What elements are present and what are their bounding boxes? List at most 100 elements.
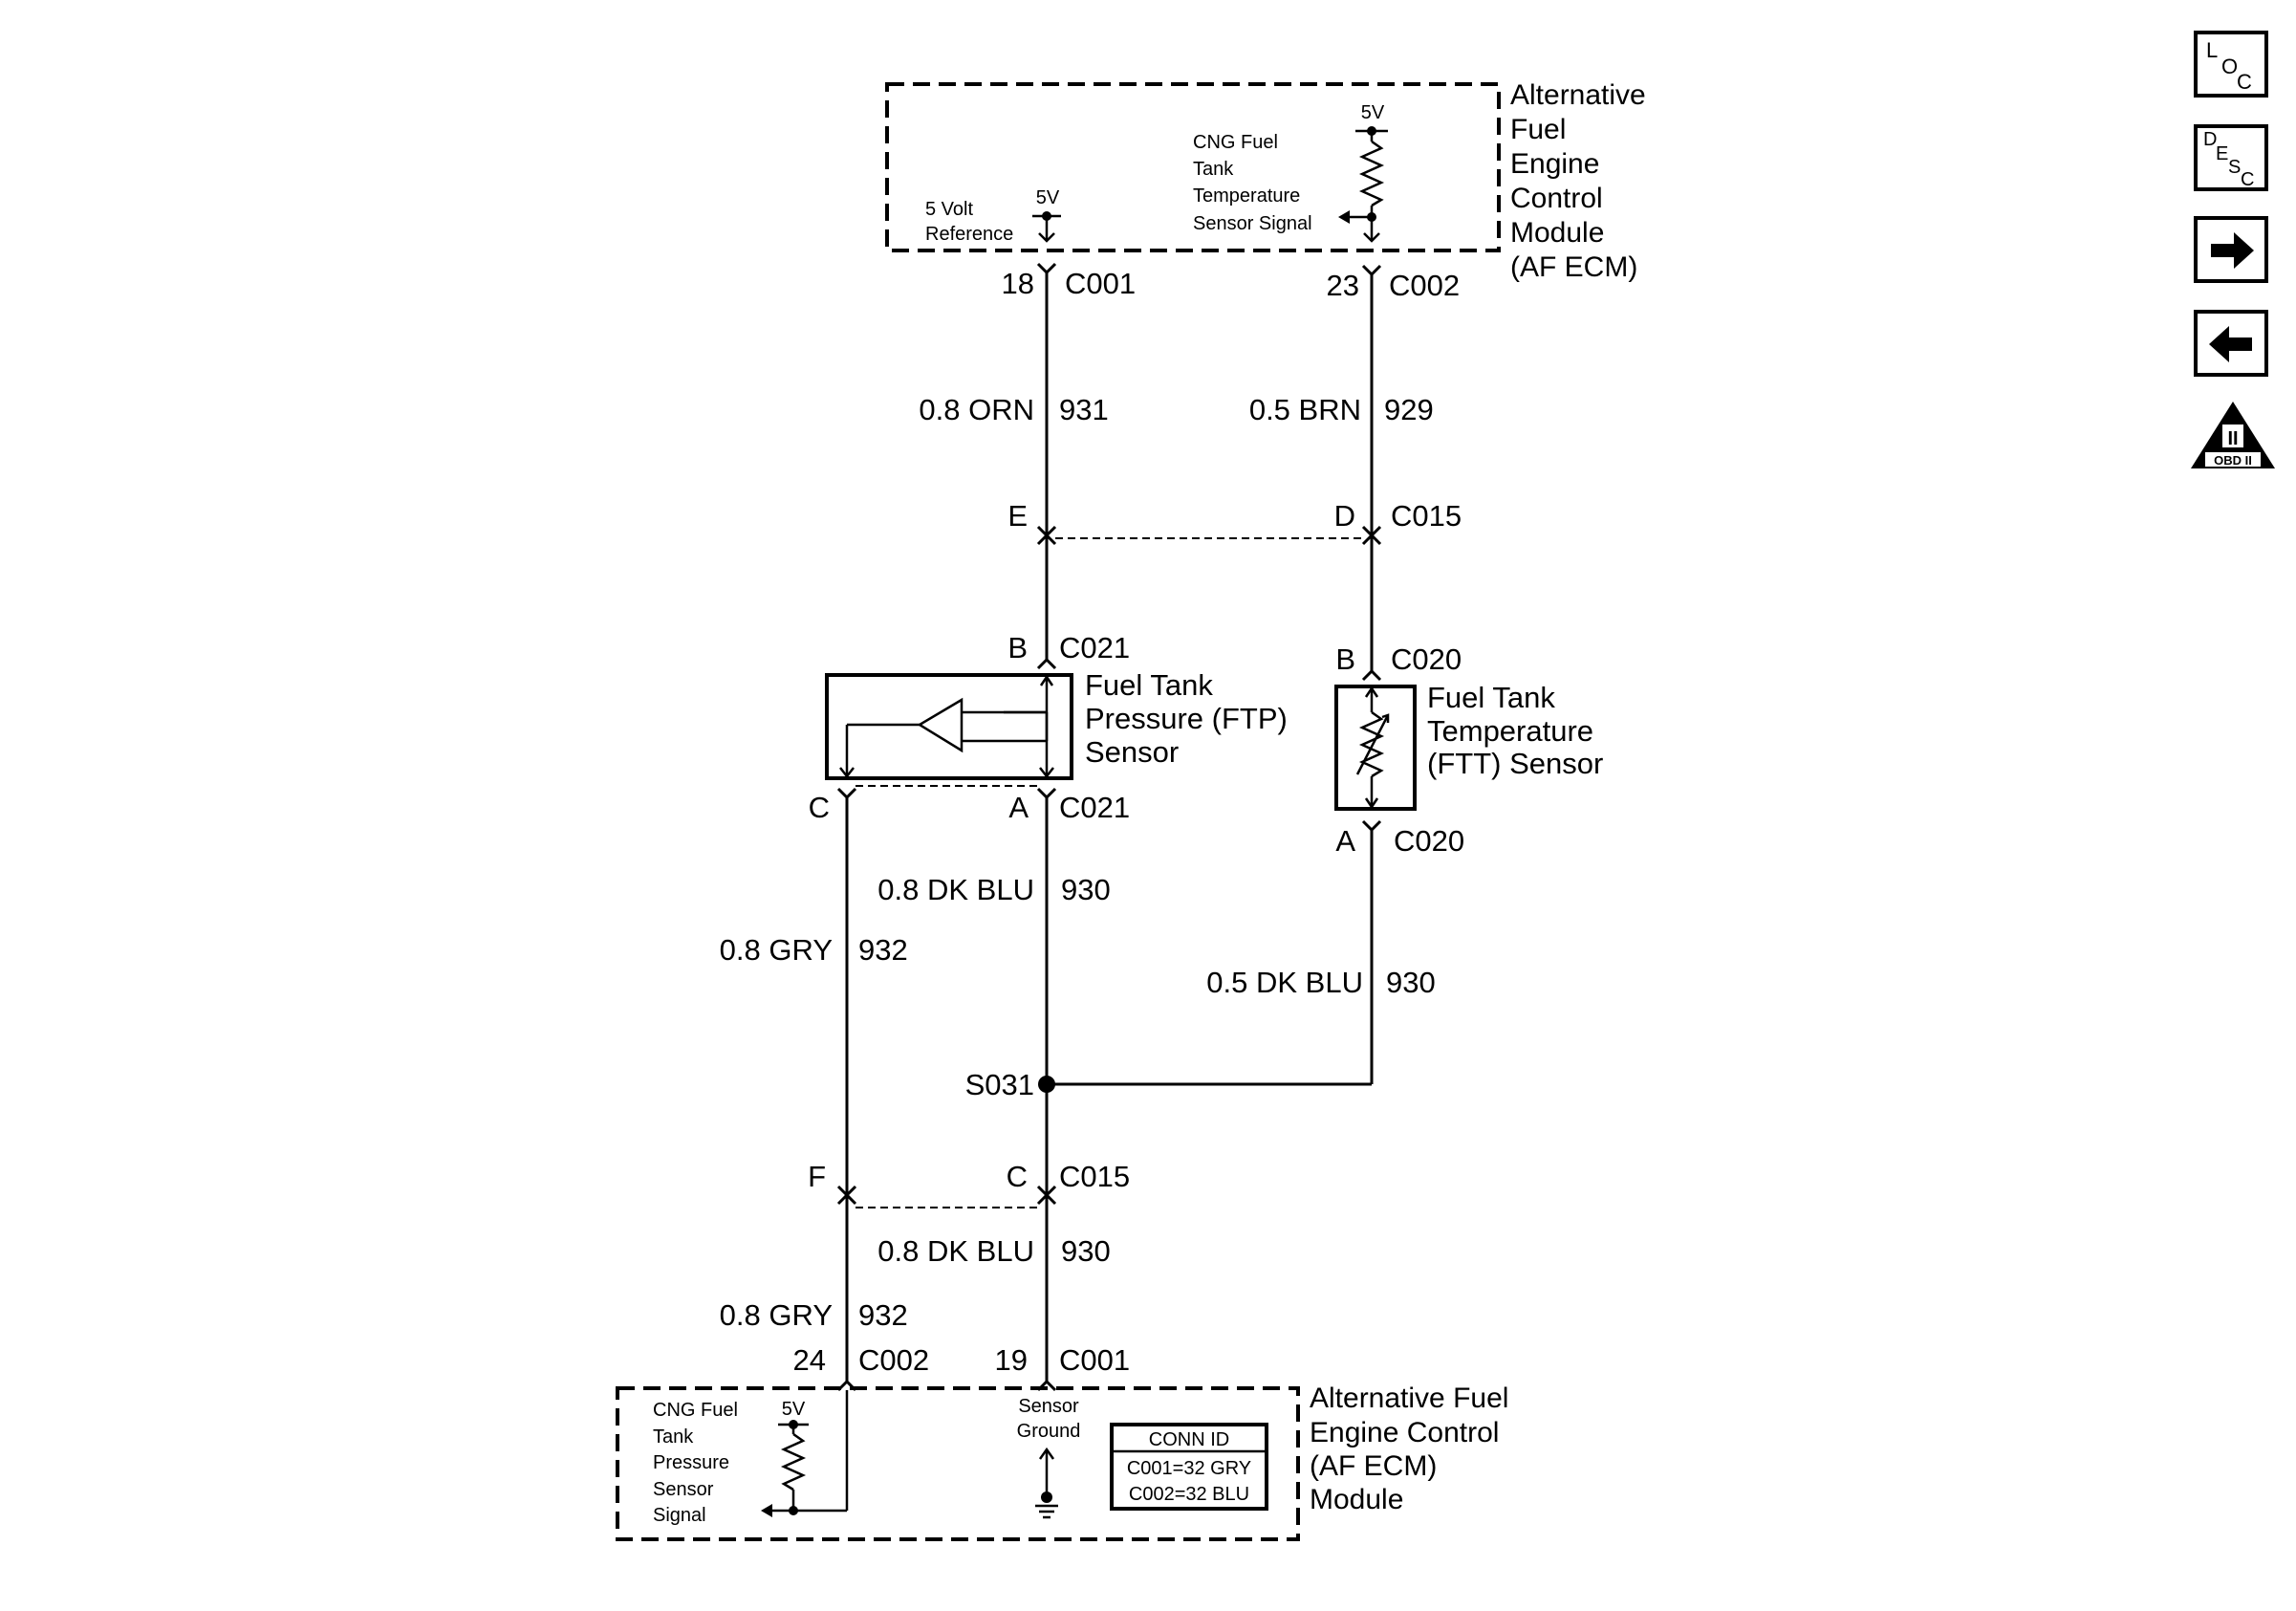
bottom-module-name: Alternative Fuel Engine Control (AF ECM)… [1310,1382,1508,1515]
obd-ii-button[interactable]: II OBD II [2191,402,2275,468]
svg-text:930: 930 [1061,1234,1111,1268]
svg-text:Sensor: Sensor [1085,735,1179,769]
desc-letter-d: D [2203,129,2217,150]
ftt-sensor-name: Fuel Tank Temperature (FTT) Sensor [1427,681,1603,780]
svg-text:C001=32 GRY: C001=32 GRY [1127,1458,1251,1479]
ftp-sensor-name: Fuel Tank Pressure (FTP) Sensor [1085,668,1288,769]
top-af-ecm-box [885,82,1501,252]
ftp-sensor-box [825,673,1073,780]
svg-text:18: 18 [1002,267,1034,300]
ground-icon [1035,1447,1058,1519]
loc-letter-c: C [2237,70,2252,94]
svg-text:D: D [1334,499,1355,533]
desc-letter-c: C [2241,169,2254,190]
ftt-thermistor-symbol [1355,686,1390,810]
svg-text:0.5 DK BLU: 0.5 DK BLU [1206,966,1363,999]
svg-text:F: F [808,1160,826,1193]
sensor-ground-label: Sensor Ground [1017,1396,1081,1442]
conn-id-table: CONN ID C001=32 GRY C002=32 BLU [1110,1423,1268,1511]
obd-label: OBD II [2214,453,2252,468]
obd-numeral: II [2227,428,2238,449]
svg-text:S031: S031 [965,1068,1034,1101]
svg-text:19: 19 [995,1343,1028,1377]
ftp-top-connector: B C021 [1007,631,1130,670]
svg-text:Sensor: Sensor [653,1479,714,1500]
ftp-amplifier-symbol [839,674,1054,779]
svg-text:Engine Control: Engine Control [1310,1417,1499,1448]
next-page-button[interactable] [2194,216,2268,283]
svg-text:Fuel Tank: Fuel Tank [1085,668,1213,702]
5v-reference-label: 5 Volt Reference [925,199,1013,245]
top-pin-c002: 23 C002 [1327,264,1460,302]
desc-letter-e: E [2216,143,2228,164]
svg-text:0.8 DK BLU: 0.8 DK BLU [877,873,1034,906]
svg-text:932: 932 [858,933,908,967]
c015-lower-connector: F C C015 [808,1160,1130,1208]
wire-label-932-b: 0.8 GRY 932 [720,1298,908,1332]
svg-text:Tank: Tank [653,1426,694,1448]
svg-text:C: C [809,791,830,824]
svg-text:B: B [1007,631,1028,664]
wire-label-929: 0.5 BRN 929 [1249,393,1434,426]
svg-text:Fuel Tank: Fuel Tank [1427,681,1555,714]
svg-text:Module: Module [1310,1484,1403,1515]
pressure-pullup-resistor [761,1390,849,1517]
svg-text:CNG Fuel: CNG Fuel [1193,132,1278,153]
bottom-af-ecm-box [616,1386,1300,1541]
svg-text:930: 930 [1061,873,1111,906]
pressure-signal-label: CNG Fuel Tank Pressure Sensor Signal [653,1400,738,1526]
svg-text:Alternative Fuel: Alternative Fuel [1310,1382,1508,1414]
svg-text:0.8 DK BLU: 0.8 DK BLU [877,1234,1034,1268]
svg-text:C002: C002 [1389,269,1460,302]
svg-text:Sensor: Sensor [1018,1396,1079,1417]
svg-text:Ground: Ground [1017,1421,1081,1442]
desc-button[interactable]: D E S C [2194,124,2268,191]
svg-text:CONN ID: CONN ID [1149,1429,1229,1450]
svg-text:929: 929 [1384,393,1434,426]
svg-text:24: 24 [793,1343,826,1377]
svg-text:B: B [1335,642,1355,676]
svg-text:C001: C001 [1059,1343,1130,1377]
loc-letter-o: O [2221,54,2238,78]
svg-text:(FTT) Sensor: (FTT) Sensor [1427,747,1603,780]
svg-text:C015: C015 [1391,499,1462,533]
prev-page-button[interactable] [2194,310,2268,377]
svg-text:0.8 ORN: 0.8 ORN [919,393,1034,426]
svg-text:A: A [1008,791,1029,824]
svg-text:C002: C002 [858,1343,929,1377]
svg-text:0.8 GRY: 0.8 GRY [720,933,833,967]
svg-text:Fuel: Fuel [1510,114,1566,145]
svg-text:Tank: Tank [1193,159,1234,180]
temp-signal-voltage: 5V [1361,102,1385,123]
arrow-left-icon [2209,326,2252,362]
svg-text:23: 23 [1327,269,1359,302]
svg-text:Temperature: Temperature [1427,714,1593,748]
ftt-sensor-box [1334,685,1417,811]
top-module-name: Alternative Fuel Engine Control Module (… [1510,79,1646,283]
svg-text:Temperature: Temperature [1193,185,1300,207]
desc-letter-s: S [2228,157,2241,178]
svg-text:Signal: Signal [653,1505,706,1526]
svg-text:C001: C001 [1065,267,1136,300]
svg-text:Pressure: Pressure [653,1452,729,1473]
svg-text:931: 931 [1059,393,1109,426]
svg-text:C: C [1007,1160,1028,1193]
top-pin-c001: 18 C001 [1002,262,1136,300]
svg-text:0.8 GRY: 0.8 GRY [720,1298,833,1332]
loc-button[interactable]: L O C [2194,31,2268,98]
svg-text:C021: C021 [1059,631,1130,664]
svg-text:Module: Module [1510,217,1604,249]
svg-text:C020: C020 [1391,642,1462,676]
svg-text:932: 932 [858,1298,908,1332]
pressure-signal-voltage: 5V [782,1399,806,1420]
wire-label-930-a: 0.8 DK BLU 930 [877,873,1110,906]
ftt-bottom-connector: A C020 [1335,819,1464,858]
svg-text:Pressure (FTP): Pressure (FTP) [1085,702,1288,735]
splice-s031: S031 [965,1068,1055,1101]
wire-label-930-b: 0.5 DK BLU 930 [1206,966,1435,999]
svg-text:CNG Fuel: CNG Fuel [653,1400,738,1421]
svg-text:(AF ECM): (AF ECM) [1510,251,1637,283]
5v-reference-voltage: 5V [1036,187,1060,208]
svg-text:C020: C020 [1394,824,1464,858]
